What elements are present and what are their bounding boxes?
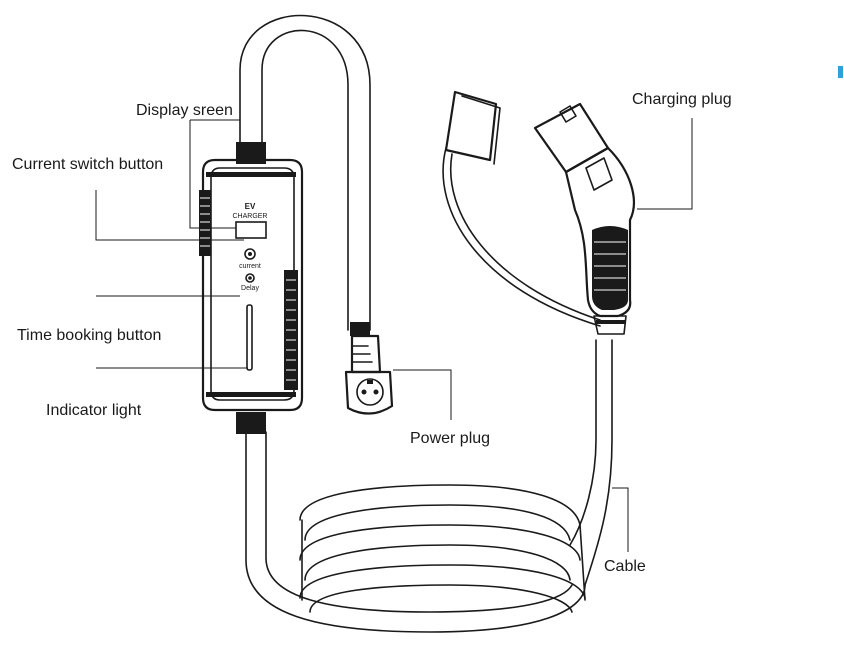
- coiled-cable: [245, 339, 613, 633]
- label-display-screen: Display sreen: [136, 102, 233, 119]
- label-time-booking-button: Time booking button: [17, 327, 162, 344]
- power-plug: [344, 322, 394, 415]
- label-power-plug: Power plug: [410, 430, 491, 447]
- label-indicator-light: Indicator light: [46, 402, 142, 419]
- indicator-light: [246, 304, 253, 371]
- device-charger-text: CHARGER: [232, 213, 267, 220]
- accent-mark: [838, 66, 843, 78]
- upper-cable: [239, 14, 371, 331]
- device-delay-text: Delay: [241, 285, 259, 292]
- charging-plug: [442, 90, 635, 335]
- label-cable: Cable: [604, 558, 646, 575]
- label-charging-plug: Charging plug: [632, 91, 732, 108]
- device-current-text: current: [239, 263, 261, 270]
- control-box: [199, 142, 304, 434]
- display-screen: [235, 221, 267, 239]
- leader-lines: [95, 118, 693, 552]
- device-ev-text: EV: [245, 202, 256, 211]
- label-current-switch-button: Current switch button: [12, 156, 164, 173]
